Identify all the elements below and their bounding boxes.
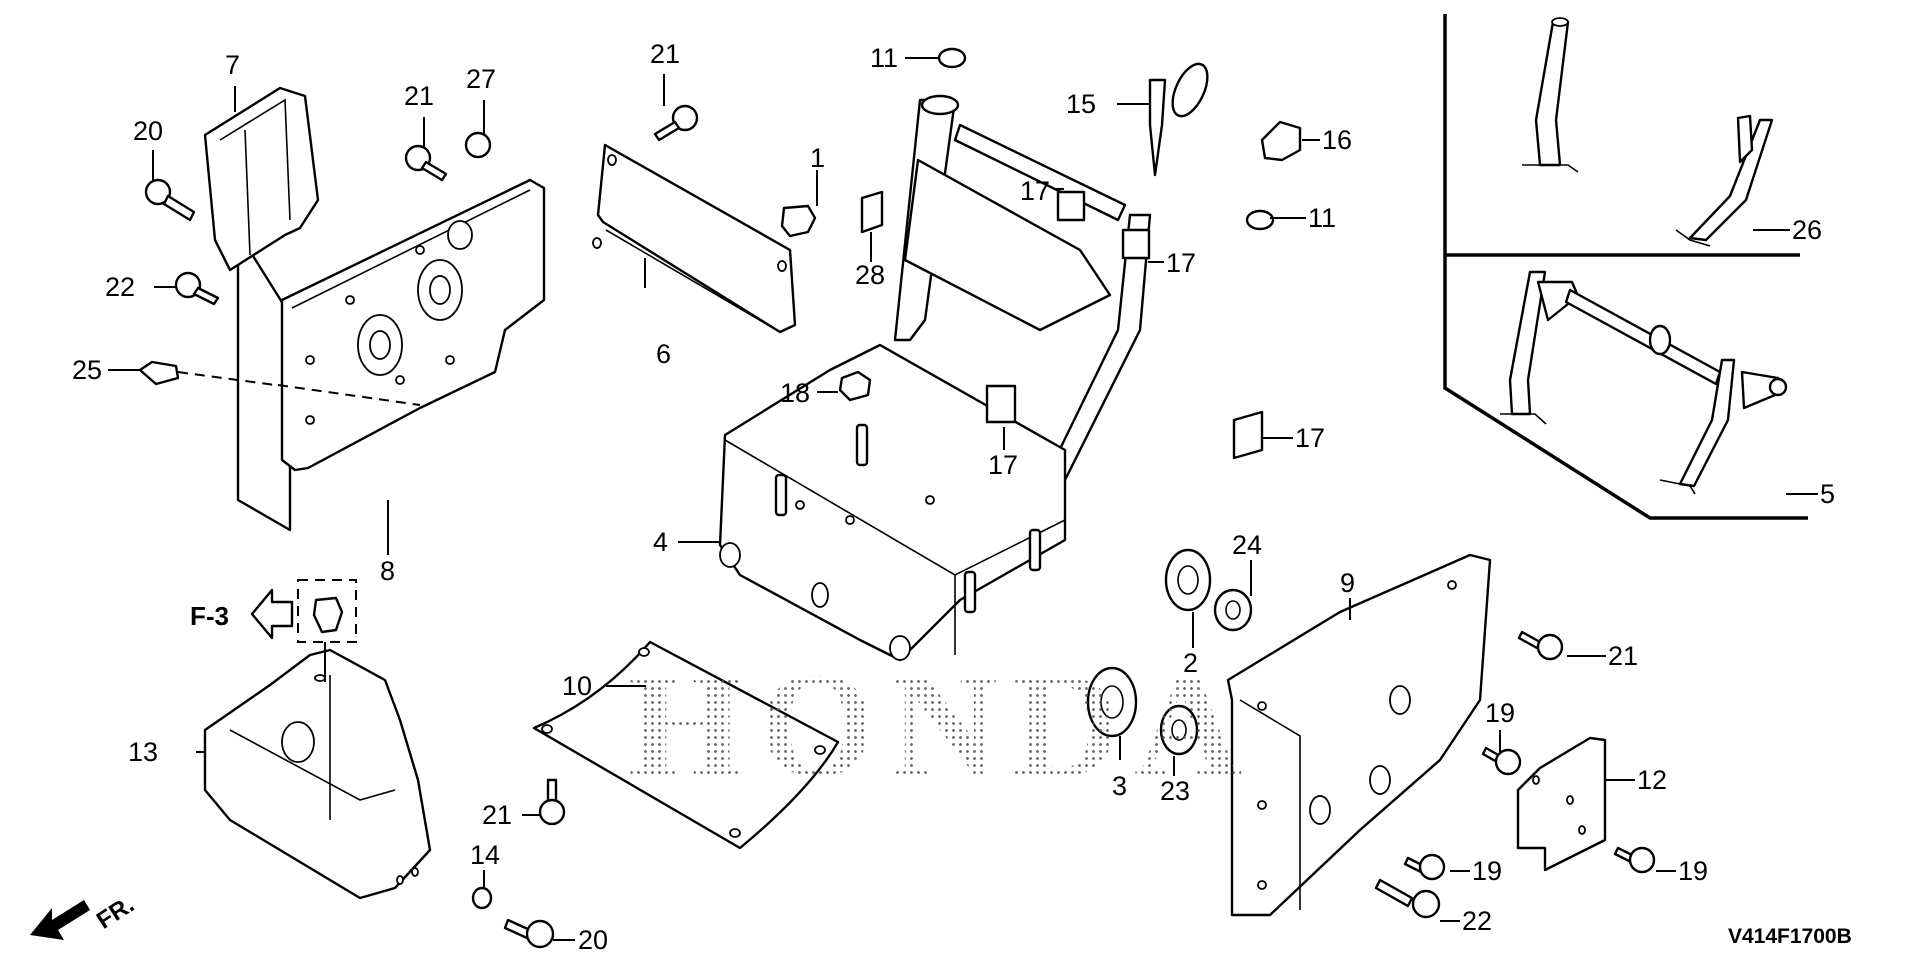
callout-21[interactable]: 21 bbox=[482, 800, 513, 830]
callout-9[interactable]: 9 bbox=[1340, 568, 1356, 598]
pad-17-part bbox=[1232, 410, 1264, 460]
bolt-22-part bbox=[174, 271, 220, 306]
callout-5[interactable]: 5 bbox=[1820, 479, 1836, 509]
callout-19[interactable]: 19 bbox=[1472, 856, 1503, 886]
callout-17[interactable]: 17 bbox=[1020, 176, 1051, 206]
callout-17[interactable]: 17 bbox=[1166, 248, 1197, 278]
callout-22[interactable]: 22 bbox=[105, 272, 136, 302]
bracket-part bbox=[203, 86, 320, 272]
handle-frame-assembly-part bbox=[1500, 270, 1788, 495]
bearing-23-part bbox=[1159, 704, 1199, 756]
cap-11-part bbox=[937, 47, 967, 69]
grease-nipple-part bbox=[138, 360, 180, 386]
clamp-16-part bbox=[1260, 120, 1302, 162]
washer-14-part bbox=[471, 886, 493, 910]
callout-8[interactable]: 8 bbox=[380, 556, 396, 586]
callout-13[interactable]: 13 bbox=[128, 737, 159, 767]
callout-20[interactable]: 20 bbox=[578, 925, 609, 955]
callout-23[interactable]: 23 bbox=[1160, 776, 1191, 806]
f3-reference-clamp bbox=[297, 579, 357, 682]
callout-10[interactable]: 10 bbox=[562, 671, 593, 701]
bolt-22-part bbox=[1374, 878, 1441, 919]
under-cover-part bbox=[532, 640, 840, 850]
callout-24[interactable]: 24 bbox=[1232, 530, 1263, 560]
callout-19[interactable]: 19 bbox=[1485, 698, 1516, 728]
callout-11[interactable]: 11 bbox=[1308, 203, 1337, 233]
cover-plate-part bbox=[592, 143, 797, 334]
callout-16[interactable]: 16 bbox=[1322, 125, 1353, 155]
f3-arrow-icon bbox=[250, 588, 294, 640]
callout-21[interactable]: 21 bbox=[650, 39, 681, 69]
pad-17-part bbox=[985, 384, 1017, 424]
callout-21[interactable]: 21 bbox=[1608, 641, 1639, 671]
leader-lines bbox=[108, 57, 1818, 941]
callout-17[interactable]: 17 bbox=[988, 450, 1019, 480]
bolt-21-part bbox=[653, 104, 699, 142]
bolt-19-part bbox=[1403, 853, 1446, 881]
plate-part bbox=[1516, 736, 1607, 872]
right-side-plate-part bbox=[1226, 553, 1492, 917]
diagram-code: V414F1700B bbox=[1728, 925, 1852, 948]
callout-14[interactable]: 14 bbox=[470, 840, 501, 870]
bolt-19-part bbox=[1481, 746, 1522, 776]
front-cover-part bbox=[203, 648, 432, 900]
callout-6[interactable]: 6 bbox=[656, 339, 672, 369]
bolt-21-part bbox=[538, 778, 566, 826]
nut-18-part bbox=[838, 370, 872, 402]
front-arrow-icon bbox=[30, 900, 90, 940]
bolt-19-part bbox=[1613, 846, 1656, 874]
callout-2[interactable]: 2 bbox=[1183, 648, 1199, 678]
left-side-plate-part bbox=[236, 178, 546, 532]
callout-22[interactable]: 22 bbox=[1462, 906, 1493, 936]
ref-arrow-label[interactable]: F-3 bbox=[190, 601, 229, 631]
cable-tie-part bbox=[1148, 62, 1209, 177]
main-frame-part bbox=[718, 94, 1152, 662]
bolt-20-part bbox=[503, 918, 555, 949]
bolt-21-part bbox=[404, 144, 448, 182]
callout-4[interactable]: 4 bbox=[653, 527, 669, 557]
callout-27[interactable]: 27 bbox=[466, 64, 497, 94]
bearing-24-part bbox=[1213, 588, 1253, 632]
callout-21[interactable]: 21 bbox=[404, 81, 435, 111]
callout-12[interactable]: 12 bbox=[1637, 765, 1668, 795]
handle-pipe-part bbox=[1522, 17, 1774, 247]
bearing-holder-3-part bbox=[1086, 666, 1138, 738]
callout-11[interactable]: 11 bbox=[870, 43, 899, 73]
clamp-1-part bbox=[780, 204, 817, 238]
callout-26[interactable]: 26 bbox=[1792, 215, 1823, 245]
callout-18[interactable]: 18 bbox=[780, 378, 811, 408]
callout-17[interactable]: 17 bbox=[1295, 423, 1326, 453]
bolt-21-part bbox=[1517, 630, 1564, 661]
callout-20[interactable]: 20 bbox=[133, 116, 164, 146]
callout-19[interactable]: 19 bbox=[1678, 856, 1709, 886]
inset-box-frame bbox=[1443, 14, 1808, 520]
honda-watermark: HONDA bbox=[628, 642, 1257, 808]
callout-15[interactable]: 15 bbox=[1066, 89, 1097, 119]
cap-11-part bbox=[1245, 209, 1275, 231]
callout-3[interactable]: 3 bbox=[1112, 771, 1128, 801]
callout-25[interactable]: 25 bbox=[72, 355, 103, 385]
nut-27-part bbox=[464, 131, 492, 159]
callout-7[interactable]: 7 bbox=[225, 50, 241, 80]
bolt-20-part bbox=[144, 178, 196, 222]
bearing-holder-2-part bbox=[1164, 548, 1212, 612]
pad-28-part bbox=[860, 190, 884, 234]
pad-17-part bbox=[1056, 190, 1086, 222]
callout-28[interactable]: 28 bbox=[855, 260, 886, 290]
pad-17-part bbox=[1121, 228, 1151, 260]
callout-1[interactable]: 1 bbox=[810, 143, 826, 173]
